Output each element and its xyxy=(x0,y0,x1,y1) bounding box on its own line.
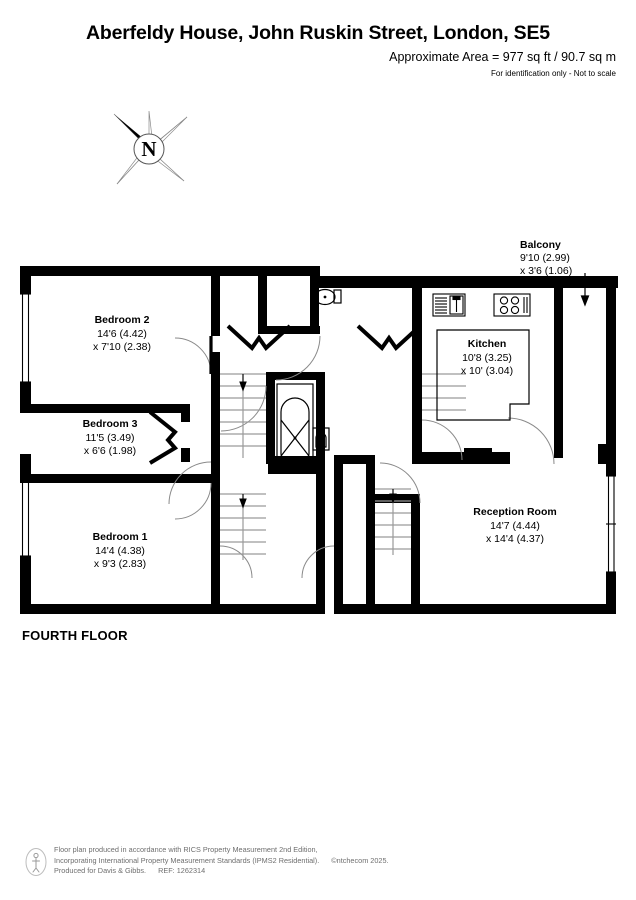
room-name-bedroom-3: Bedroom 3 xyxy=(82,418,138,430)
floor-caption: FOURTH FLOOR xyxy=(22,628,128,643)
room-dim-reception-depth: x 14'4 (4.37) xyxy=(485,533,545,545)
toilet-icon xyxy=(314,288,342,306)
room-dim-bedroom-3-depth: x 6'6 (1.98) xyxy=(83,445,137,457)
staircase-upper-arrow xyxy=(239,374,247,392)
room-label-bedroom-1: Bedroom 1 14'4 (4.38) x 9'3 (2.83) xyxy=(62,531,178,572)
room-dim-kitchen-width: 10'8 (3.25) xyxy=(462,351,512,364)
staircase-upper xyxy=(220,373,266,458)
room-label-bedroom-2: Bedroom 2 14'6 (4.42) x 7'10 (2.38) xyxy=(64,314,180,355)
room-dim-reception-width: 14'7 (4.44) xyxy=(490,519,540,532)
staircase-kitchen-side xyxy=(422,373,466,411)
window-balcony-door xyxy=(554,290,563,408)
room-dim-bedroom-2-width: 14'6 (4.42) xyxy=(97,327,147,340)
room-dim-balcony-width: 9'10 (2.99) xyxy=(520,252,570,264)
disclaimer-text: For identification only - Not to scale xyxy=(491,69,616,78)
room-name-bedroom-1: Bedroom 1 xyxy=(92,531,148,543)
washbasin-icon xyxy=(312,427,330,451)
room-dim-kitchen-depth: x 10' (3.04) xyxy=(460,365,514,377)
room-label-reception-room: Reception Room 14'7 (4.44) x 14'4 (4.37) xyxy=(440,506,590,547)
room-dim-bedroom-3-width: 11'5 (3.49) xyxy=(85,431,135,444)
room-label-bedroom-3: Bedroom 3 11'5 (3.49) x 6'6 (1.98) xyxy=(52,418,168,459)
compass-rose: N xyxy=(108,108,190,190)
room-name-balcony: Balcony xyxy=(520,239,561,251)
footer-line-3a: Produced for Davis & Gibbs. xyxy=(54,866,147,876)
room-name-kitchen: Kitchen xyxy=(467,338,507,350)
staircase-lower-left-arrow xyxy=(239,494,247,509)
window-right-reception xyxy=(606,475,616,573)
kitchen-hob-icon xyxy=(493,293,531,317)
footer-line-3b: REF: 1262314 xyxy=(158,866,206,876)
footer-line-2a: Incorporating International Property Mea… xyxy=(54,855,320,865)
room-name-reception-room: Reception Room xyxy=(473,506,557,518)
room-dim-balcony-depth: x 3'6 (1.06) xyxy=(520,265,573,277)
bifold-doors xyxy=(148,324,422,465)
staircase-lower-right-arrow xyxy=(389,489,397,504)
approximate-area-text: Approximate Area = 977 sq ft / 90.7 sq m xyxy=(389,50,616,64)
room-dim-bedroom-1-depth: x 9'3 (2.83) xyxy=(93,558,147,570)
room-dim-bedroom-1-width: 14'4 (4.38) xyxy=(95,544,145,557)
staircase-lower-right xyxy=(375,488,411,555)
window-left-upper xyxy=(20,293,31,383)
window-left-lower xyxy=(20,481,31,557)
bathtub-icon xyxy=(276,383,314,461)
room-name-bedroom-2: Bedroom 2 xyxy=(94,314,150,326)
room-dim-bedroom-2-depth: x 7'10 (2.38) xyxy=(92,341,152,353)
info-person-icon xyxy=(24,847,48,877)
kitchen-sink-icon xyxy=(432,293,466,317)
footer-text-block: Floor plan produced in accordance with R… xyxy=(54,845,389,877)
door-leaves xyxy=(209,336,213,374)
page-title: Aberfeldy House, John Ruskin Street, Lon… xyxy=(86,22,550,44)
compass-north-label: N xyxy=(141,137,156,161)
footer-line-2b: ©ntchecom 2025. xyxy=(331,855,389,865)
compass-circle xyxy=(133,133,165,165)
footer-line-3: Produced for Davis & Gibbs. REF: 1262314 xyxy=(54,866,389,877)
room-label-kitchen: Kitchen 10'8 (3.25) x 10' (3.04) xyxy=(432,338,542,379)
footer-line-1: Floor plan produced in accordance with R… xyxy=(54,845,318,854)
footer-line-2: Incorporating International Property Mea… xyxy=(54,856,389,867)
staircase-lower-left xyxy=(220,493,266,560)
room-label-balcony: Balcony 9'10 (2.99) x 3'6 (1.06) xyxy=(520,239,630,278)
